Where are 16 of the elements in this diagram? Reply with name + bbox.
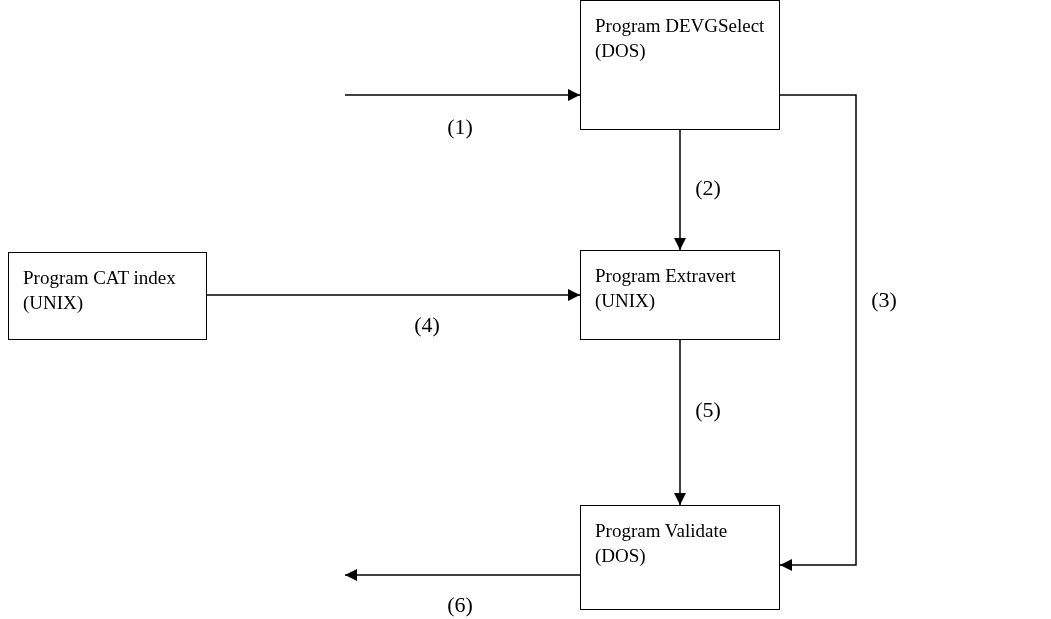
arrow xyxy=(344,569,581,581)
edge-label: (3) xyxy=(871,287,897,313)
process-box: Program CAT index (UNIX) xyxy=(8,252,207,340)
edge-label: (2) xyxy=(695,175,721,201)
edge-label: (5) xyxy=(695,397,721,423)
arrow xyxy=(674,129,686,251)
process-box: Program Extravert (UNIX) xyxy=(580,250,780,340)
edge-label: (6) xyxy=(447,592,473,618)
edge-label: (4) xyxy=(414,312,440,338)
arrow xyxy=(206,289,581,301)
arrow xyxy=(344,89,581,101)
edge-label: (1) xyxy=(447,114,473,140)
process-box: Program DEVGSelect (DOS) xyxy=(580,0,780,130)
arrow xyxy=(674,339,686,506)
process-box: Program Validate (DOS) xyxy=(580,505,780,610)
arrow xyxy=(779,94,857,571)
